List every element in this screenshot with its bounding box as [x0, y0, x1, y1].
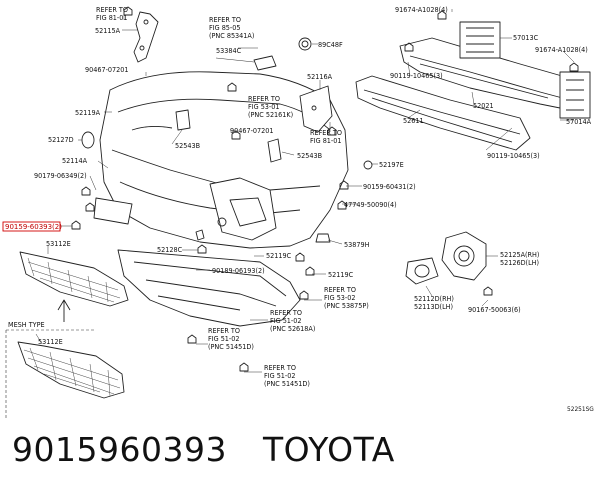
- label-52197e: 52197E: [379, 160, 404, 169]
- undercover: [117, 249, 301, 327]
- label-57013c: 57013C: [513, 33, 539, 42]
- label-52543b-b: 52543B: [297, 151, 322, 160]
- caption-part-number: 9015960393: [12, 430, 227, 469]
- reinforcement-52021: [399, 10, 591, 128]
- fasteners-right: [71, 160, 373, 372]
- caption-brand: TOYOTA: [262, 430, 395, 469]
- highlight-box: [2, 221, 61, 232]
- grille-53112e-top: [19, 251, 129, 307]
- label-52119c-a: 52119C: [266, 251, 292, 260]
- label-52115a: 52115A: [95, 26, 121, 35]
- label-52114a: 52114A: [62, 156, 88, 165]
- label-90467-07201-a: 90467-07201: [85, 65, 128, 74]
- label-highlight-part: 90159-60393(2): [5, 223, 62, 231]
- label-90159-60431: 90159-60431(2): [363, 182, 416, 191]
- bracket-52116a: [299, 85, 337, 136]
- fog-lamp: [405, 231, 493, 296]
- label-52119c-b: 52119C: [328, 270, 354, 279]
- label-90179-06349: 90179-06349(2): [34, 171, 87, 180]
- label-89c48f: 89C48F: [318, 40, 343, 49]
- label-52112d: 52112D(RH)52113D(LH): [414, 294, 454, 311]
- label-52116a: 52116A: [307, 72, 333, 81]
- label-91674-right: 91674-A1028(4): [535, 45, 588, 54]
- label-52021: 52021: [473, 101, 494, 110]
- label-52125a: 52125A(RH)52126D(LH): [500, 250, 539, 267]
- retainer-52114a: [81, 186, 133, 225]
- grille-53112e-mesh: [5, 329, 125, 420]
- label-diagram-code: 52251SG: [567, 405, 594, 413]
- sensor-89c48f: [298, 37, 312, 51]
- mesh-arrow: [57, 299, 71, 322]
- leader-lines: [35, 9, 575, 373]
- label-90167-50063: 90167-50063(6): [468, 305, 521, 314]
- label-57014a: 57014A: [566, 117, 592, 126]
- bumper-cover: [99, 71, 349, 249]
- label-53112e-top: 53112E: [46, 239, 71, 248]
- caption: 9015960393 TOYOTA: [12, 430, 431, 469]
- label-90119-10465-b: 90119-10465(3): [487, 151, 540, 160]
- label-91674-top: 91674-A1028(4): [395, 5, 448, 14]
- absorber-52611: [355, 75, 531, 151]
- label-53112e-bottom: 53112E: [38, 337, 63, 346]
- label-90119-10465-a: 90119-10465(3): [390, 71, 443, 80]
- plug-53384c: [253, 55, 277, 71]
- label-90189-06193: 90189-06193(2): [212, 266, 265, 275]
- bracket-52115a: [123, 6, 159, 63]
- label-53384c: 53384C: [216, 46, 242, 55]
- label-52127d: 52127D: [48, 135, 74, 144]
- label-52128c: 52128C: [157, 245, 183, 254]
- clip-52127d: [81, 131, 95, 149]
- label-47749-50090: 47749-50090(4): [344, 200, 397, 209]
- label-90467-07201-b: 90467-07201: [230, 126, 273, 135]
- label-52543b-a: 52543B: [175, 141, 200, 150]
- label-52611: 52611: [403, 116, 424, 125]
- label-mesh-type: MESH TYPE: [8, 320, 45, 329]
- label-52119a: 52119A: [75, 108, 101, 117]
- label-53879h: 53879H: [344, 240, 370, 249]
